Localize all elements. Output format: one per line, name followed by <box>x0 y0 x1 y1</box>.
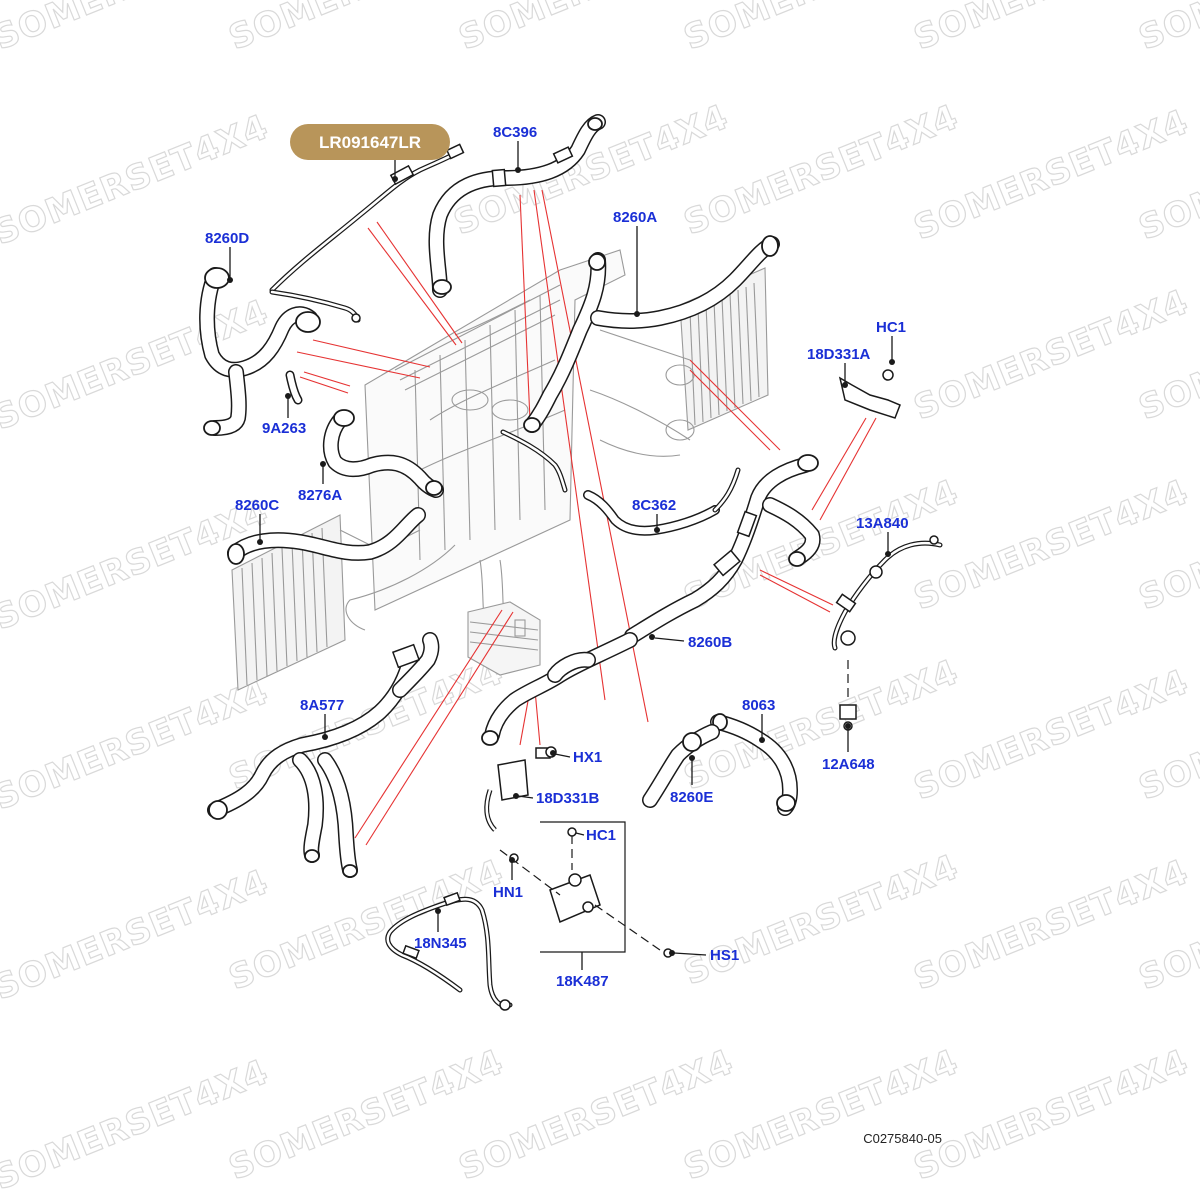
hose-8A577[interactable] <box>207 632 440 878</box>
bracket-18D331A[interactable] <box>838 369 901 419</box>
label-text: HS1 <box>710 947 739 964</box>
label-8260D[interactable]: 8260D <box>205 230 249 283</box>
label-text: 8260C <box>235 497 279 514</box>
label-18D331A[interactable]: 18D331A <box>807 346 871 388</box>
label-8260E[interactable]: 8260E <box>670 755 713 806</box>
label-text: 18K487 <box>556 973 609 990</box>
label-text: 8260A <box>613 209 657 226</box>
label-8A577[interactable]: 8A577 <box>300 697 344 740</box>
label-8260A[interactable]: 8260A <box>613 209 657 317</box>
label-text: 8276A <box>298 487 342 504</box>
label-8C396[interactable]: 8C396 <box>493 124 537 173</box>
label-text: HC1 <box>586 827 616 844</box>
label-12A648[interactable]: 12A648 <box>822 723 875 773</box>
label-text: HN1 <box>493 884 523 901</box>
watermark: SOMERSET4X4 <box>223 852 509 999</box>
hose-8260D[interactable] <box>199 267 321 436</box>
diagram-reference-code: C0275840-05 <box>863 1131 942 1146</box>
label-text: 8A577 <box>300 697 344 714</box>
label-text: 18N345 <box>414 935 467 952</box>
hose-8260B[interactable] <box>481 454 821 746</box>
label-text: 12A648 <box>822 756 875 773</box>
label-text: HX1 <box>573 749 602 766</box>
callout-lines <box>296 189 877 846</box>
part-number-badge[interactable]: LR091647LR <box>290 124 450 182</box>
label-18N345[interactable]: 18N345 <box>414 908 467 952</box>
label-18D331B[interactable]: 18D331B <box>513 790 600 807</box>
fitting-9A263[interactable] <box>285 370 303 405</box>
sensor-13A840[interactable] <box>831 535 943 651</box>
label-HC1-bottom[interactable]: HC1 <box>575 827 616 844</box>
label-8260C[interactable]: 8260C <box>235 497 279 545</box>
label-8260B[interactable]: 8260B <box>649 634 732 651</box>
label-text: 18D331A <box>807 346 871 363</box>
radiator-frame <box>339 249 695 651</box>
label-text: 8260E <box>670 789 713 806</box>
label-9A263[interactable]: 9A263 <box>262 393 306 437</box>
hose-8C396[interactable] <box>428 114 606 298</box>
hose-8C362[interactable] <box>500 429 741 536</box>
label-13A840[interactable]: 13A840 <box>856 515 909 557</box>
hose-8260A[interactable] <box>523 235 780 433</box>
label-text: 13A840 <box>856 515 909 532</box>
watermark: SOMERSET4X4 <box>1133 0 1200 58</box>
watermark: SOMERSET4X4 <box>0 492 274 639</box>
oil-cooler <box>467 601 541 676</box>
hose-8063[interactable] <box>710 713 798 816</box>
hose-8260C[interactable] <box>227 507 426 565</box>
label-HN1[interactable]: HN1 <box>493 857 523 901</box>
badge-background <box>290 124 450 160</box>
bracket-18D331B[interactable] <box>484 759 529 832</box>
label-text: 8260D <box>205 230 249 247</box>
label-text: 8C362 <box>632 497 676 514</box>
label-text: 8260B <box>688 634 732 651</box>
radiator-core <box>231 514 346 691</box>
hose-8276A[interactable] <box>322 409 444 498</box>
label-HS1[interactable]: HS1 <box>669 947 739 964</box>
label-text: HC1 <box>876 319 906 336</box>
label-HX1[interactable]: HX1 <box>550 749 602 766</box>
badge-text: LR091647LR <box>319 133 421 152</box>
label-text: 8C396 <box>493 124 537 141</box>
label-8C362[interactable]: 8C362 <box>632 497 676 533</box>
label-text: 9A263 <box>262 420 306 437</box>
hose-8260E[interactable] <box>642 724 720 808</box>
labels: LR091647LR 8C396 8260A 8260D HC1 <box>205 124 909 990</box>
label-8063[interactable]: 8063 <box>742 697 775 743</box>
label-HC1-top[interactable]: HC1 <box>876 319 906 365</box>
pipe-18N345[interactable] <box>385 891 513 1011</box>
label-8276A[interactable]: 8276A <box>298 461 342 504</box>
label-text: 8063 <box>742 697 775 714</box>
pipe-LR091647LR[interactable] <box>269 143 465 323</box>
label-text: 18D331B <box>536 790 600 807</box>
label-18K487[interactable]: 18K487 <box>556 952 609 990</box>
